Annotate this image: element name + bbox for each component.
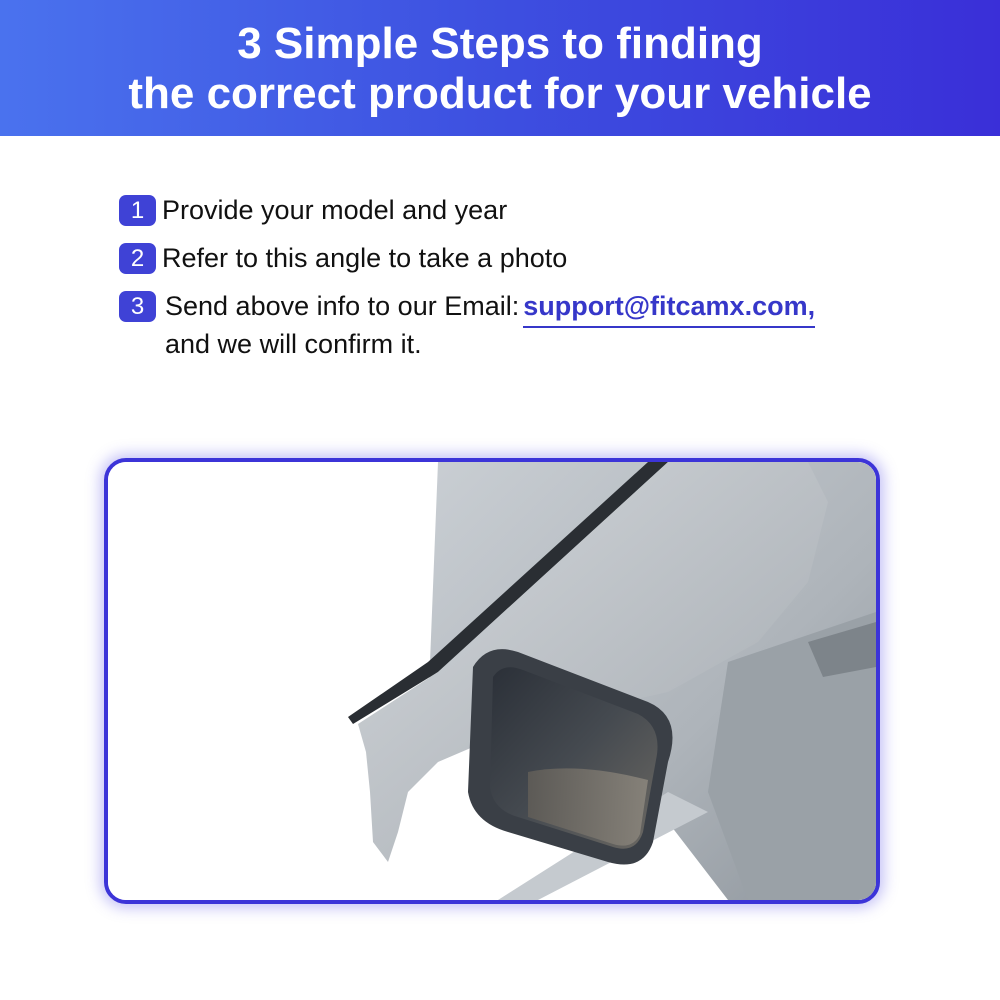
step-1-text: Provide your model and year <box>162 195 508 225</box>
header-title-line-1: 3 Simple Steps to finding <box>237 19 763 68</box>
step-3-number-badge: 3 <box>119 291 156 322</box>
windshield-edge <box>348 462 668 724</box>
step-3-text-block: Send above info to our Email:support@fit… <box>165 290 816 360</box>
windshield-mirror-photo <box>108 462 876 900</box>
step-3-text: Send above info to our Email: <box>165 291 520 321</box>
console-shape <box>708 612 876 900</box>
support-email-link[interactable]: support@fitcamx.com, <box>523 290 816 328</box>
step-3: 3 Send above info to our Email:support@f… <box>119 290 816 360</box>
step-2-text: Refer to this angle to take a photo <box>162 243 568 273</box>
step-1-number-badge: 1 <box>119 195 156 226</box>
mount-cover-shape <box>358 462 828 862</box>
step-2: 2 Refer to this angle to take a photo <box>119 242 567 274</box>
header-banner: 3 Simple Steps to finding the correct pr… <box>0 0 1000 136</box>
step-3-continuation: and we will confirm it. <box>165 329 422 359</box>
reference-photo-frame <box>104 458 880 904</box>
step-2-number-badge: 2 <box>119 243 156 274</box>
step-1: 1 Provide your model and year <box>119 194 507 226</box>
header-title-line-2: the correct product for your vehicle <box>128 69 872 118</box>
